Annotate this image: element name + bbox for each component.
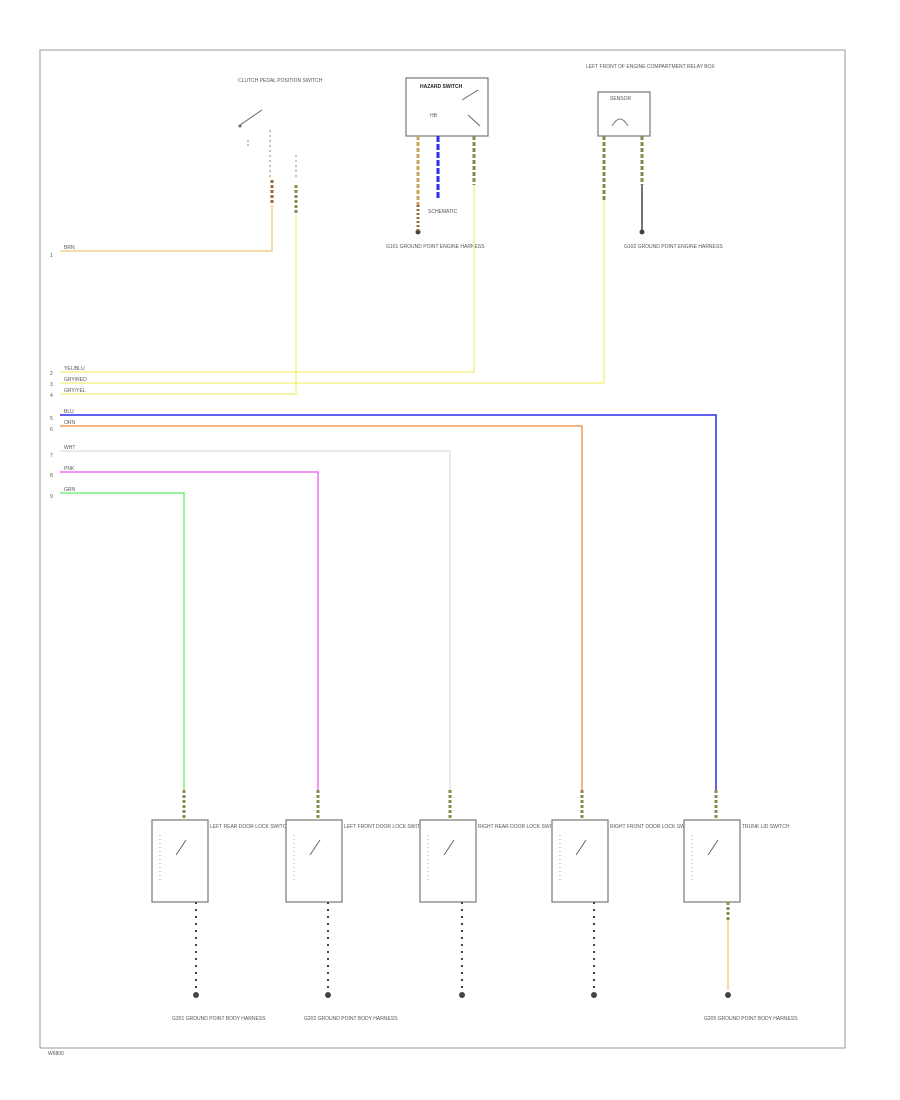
wire-7-label: WHT <box>64 445 75 451</box>
switch-2-label: LEFT FRONT DOOR LOCK SWITCH (PASS) <box>344 824 445 830</box>
wire-8-label: PNK <box>64 466 75 472</box>
row-marker: 5 <box>50 416 53 422</box>
wire-7 <box>60 450 451 790</box>
wire-4 <box>60 215 297 395</box>
switch-box <box>551 819 609 903</box>
ground-label-bottom-2: G202 GROUND POINT BODY HARNESS <box>304 1016 398 1022</box>
switch-box <box>419 819 477 903</box>
switch-5-label: TRUNK LID SWITCH <box>742 824 790 830</box>
relay-box: LEFT FRONT OF ENGINE COMPARTMENT RELAY B… <box>586 64 715 235</box>
door-switch-1: LEFT REAR DOOR LOCK SWITCH (DRIVER) G201… <box>151 790 314 1022</box>
ground-label-top-1: G101 GROUND POINT ENGINE HARNESS <box>386 244 485 250</box>
wire-6 <box>60 425 583 790</box>
wire-2-label: YEL/BLU <box>64 366 85 372</box>
ground-label-bottom-1: G201 GROUND POINT BODY HARNESS <box>172 1016 266 1022</box>
wire-3-label: GRY/RED <box>64 377 87 383</box>
switch-box <box>683 819 741 903</box>
row-marker: 8 <box>50 473 53 479</box>
hazard-switch-box <box>405 77 489 137</box>
relay-box-rect <box>597 91 651 137</box>
wire-1-label: BRN <box>64 245 75 251</box>
ground-label-top-2: G102 GROUND POINT ENGINE HARNESS <box>624 244 723 250</box>
row-marker: 4 <box>50 393 53 399</box>
door-switch-3: RIGHT REAR DOOR LOCK SWITCH (DRIVER) <box>419 790 585 998</box>
switch-box <box>151 819 209 903</box>
wire-5-label: BLU <box>64 409 74 415</box>
clutch-switch-label: CLUTCH PEDAL POSITION SWITCH <box>238 78 323 84</box>
wire-6-label: ORN <box>64 420 76 426</box>
hazard-switch: HAZARD SWITCH HB SCHEMATIC <box>405 77 489 235</box>
switch-3-label: RIGHT REAR DOOR LOCK SWITCH (DRIVER) <box>478 824 585 830</box>
hazard-switch-inner: HB <box>430 113 438 119</box>
row-marker: 6 <box>50 427 53 433</box>
row-marker: 9 <box>50 494 53 500</box>
door-switch-2: LEFT FRONT DOOR LOCK SWITCH (PASS) G202 … <box>285 790 445 1022</box>
wire-1 <box>60 205 273 252</box>
switch-1-label: LEFT REAR DOOR LOCK SWITCH (DRIVER) <box>210 824 314 830</box>
row-markers: 1 2 3 4 5 6 7 8 9 <box>50 253 53 500</box>
wire-9-label: GRN <box>64 487 76 493</box>
row-marker: 1 <box>50 253 53 259</box>
row-marker: 2 <box>50 371 53 377</box>
wire-2 <box>60 185 475 373</box>
ground-label-bottom-5: G205 GROUND POINT BODY HARNESS <box>704 1016 798 1022</box>
clutch-switch: CLUTCH PEDAL POSITION SWITCH <box>238 78 323 215</box>
switch-4-label: RIGHT FRONT DOOR LOCK SWITCH (PASS) <box>610 824 715 830</box>
trunk-switch: TRUNK LID SWITCH G205 GROUND POINT BODY … <box>683 790 798 1022</box>
wire-5 <box>60 414 717 790</box>
row-marker: 7 <box>50 453 53 459</box>
door-switch-4: RIGHT FRONT DOOR LOCK SWITCH (PASS) <box>551 790 715 998</box>
row-marker: 3 <box>50 382 53 388</box>
hazard-small-label: SCHEMATIC <box>428 209 457 215</box>
wire-8 <box>60 471 319 790</box>
diagram-frame <box>39 49 846 1049</box>
wire-4-label: GRY/YEL <box>64 388 86 394</box>
relay-box-inner: SENSOR <box>610 96 632 102</box>
hazard-switch-label: HAZARD SWITCH <box>420 84 463 90</box>
footer-code: W6800 <box>48 1051 64 1057</box>
wire-9 <box>60 492 185 790</box>
switch-box <box>285 819 343 903</box>
wire-3 <box>60 200 605 384</box>
relay-box-label: LEFT FRONT OF ENGINE COMPARTMENT RELAY B… <box>586 64 715 70</box>
